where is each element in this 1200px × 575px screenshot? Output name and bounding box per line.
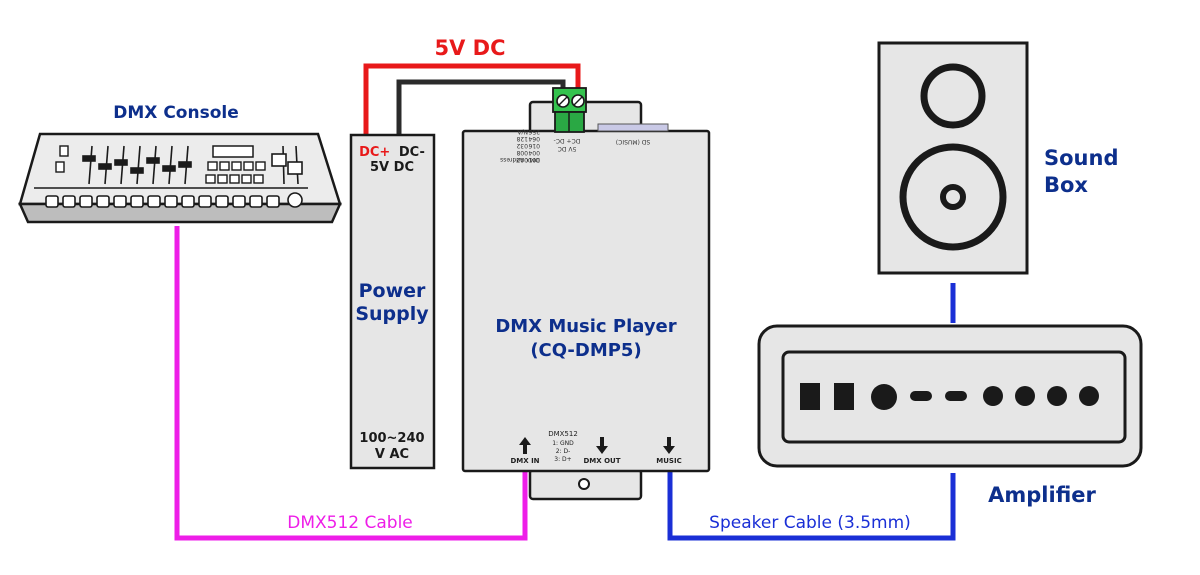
dmx-console-master-faders (271, 145, 303, 185)
svg-text:256: 256 (528, 128, 540, 135)
dmx-out-print: DMX OUT (583, 457, 620, 465)
power-supply-label-line2: Supply (355, 303, 429, 325)
player-body (461, 129, 711, 473)
amp-dot-4 (1079, 386, 1099, 406)
amp-square-button-1 (800, 383, 820, 410)
tweeter-icon (920, 63, 986, 129)
pin1-print: 1: GND (552, 440, 574, 447)
sd-card-slot (597, 123, 669, 132)
dc-terminal-print: DC+ DC- (554, 137, 581, 144)
player-mount-hole-icon (578, 478, 590, 490)
dmx512-print: DMX512 (548, 430, 578, 438)
amp-dot-2 (1015, 386, 1035, 406)
woofer-center-icon (940, 184, 966, 210)
dmx-console-display (212, 145, 254, 158)
speaker-cable-wire (667, 472, 956, 541)
power-supply-label-line1: Power (359, 280, 426, 302)
amp-dot-3 (1047, 386, 1067, 406)
amp-dot-1 (983, 386, 1003, 406)
terminal-block-icon (552, 87, 587, 133)
wires (174, 63, 956, 541)
music-print: MUSIC (656, 457, 681, 465)
five-v-dc-wire-label: 5V DC (434, 36, 505, 60)
dmx-music-player-label-line2: (CQ-DMP5) (530, 340, 641, 361)
sd-music-print: SD (MUSIC) (616, 138, 650, 145)
five-v-dc-print: 5V DC (558, 145, 577, 152)
sound-box-label-line1: Sound (1044, 146, 1118, 170)
power-supply-5v-dc-label: 5V DC (370, 160, 414, 175)
dmx-address-print: DMX Address (500, 156, 540, 163)
dmx-console-top-buttons (55, 145, 266, 184)
svg-text:032: 032 (516, 142, 528, 149)
dmx-console: DMX Console (18, 103, 342, 224)
svg-text:002: 002 (516, 156, 528, 163)
amp-square-button-2 (834, 383, 854, 410)
dmx-in-print: DMX IN (510, 457, 539, 465)
dc-positive-wire (363, 63, 581, 142)
dmx-music-player-label-line1: DMX Music Player (495, 316, 676, 337)
ac-input-label-line2: V AC (375, 447, 409, 462)
dmx512-cable-label: DMX512 Cable (287, 513, 413, 533)
svg-text:128: 128 (516, 135, 528, 142)
dmx-out-arrow-icon (596, 437, 608, 454)
pin3-print: 3: D+ (554, 456, 571, 463)
svg-text:008: 008 (516, 149, 528, 156)
power-supply-body (349, 133, 436, 470)
sound-box-label-line2: Box (1044, 173, 1088, 197)
svg-text:001: 001 (528, 156, 540, 163)
dc-plus-label: DC+ (359, 145, 390, 160)
speaker-cable-label: Speaker Cable (3.5mm) (709, 513, 911, 533)
amplifier: Amplifier (757, 324, 1143, 507)
dmx512-cable-wire (174, 226, 528, 541)
sound-box: Sound Box (877, 41, 1118, 275)
amplifier-label: Amplifier (988, 483, 1096, 507)
svg-text:016: 016 (528, 142, 540, 149)
dmx-console-faders (82, 145, 192, 185)
svg-text:004: 004 (528, 149, 540, 156)
amp-large-knob-icon (871, 384, 897, 410)
dmx-music-player: 001 002 004 008 016 032 064 128 256 N/A … (461, 87, 711, 501)
dmx-in-arrow-icon (519, 437, 531, 454)
svg-text:DC+ DC-: DC+ DC- (359, 145, 425, 160)
music-arrow-icon (663, 437, 675, 454)
dc-minus-label: DC- (399, 145, 425, 160)
dmx-console-bottom-buttons (45, 192, 303, 208)
pin2-print: 2: D- (556, 448, 571, 455)
dmx-console-label: DMX Console (113, 103, 238, 123)
amp-slot-1 (910, 391, 932, 401)
dip-switch-values: 001 002 004 008 016 032 064 128 256 N/A (516, 128, 540, 163)
power-supply: DC+ DC- 5V DC Power Supply 100~240 V AC (349, 133, 436, 470)
ac-input-label-line1: 100~240 (359, 431, 424, 446)
svg-text:N/A: N/A (516, 128, 528, 135)
dmx-console-knob (287, 192, 303, 208)
svg-text:064: 064 (528, 135, 540, 142)
amp-slot-2 (945, 391, 967, 401)
